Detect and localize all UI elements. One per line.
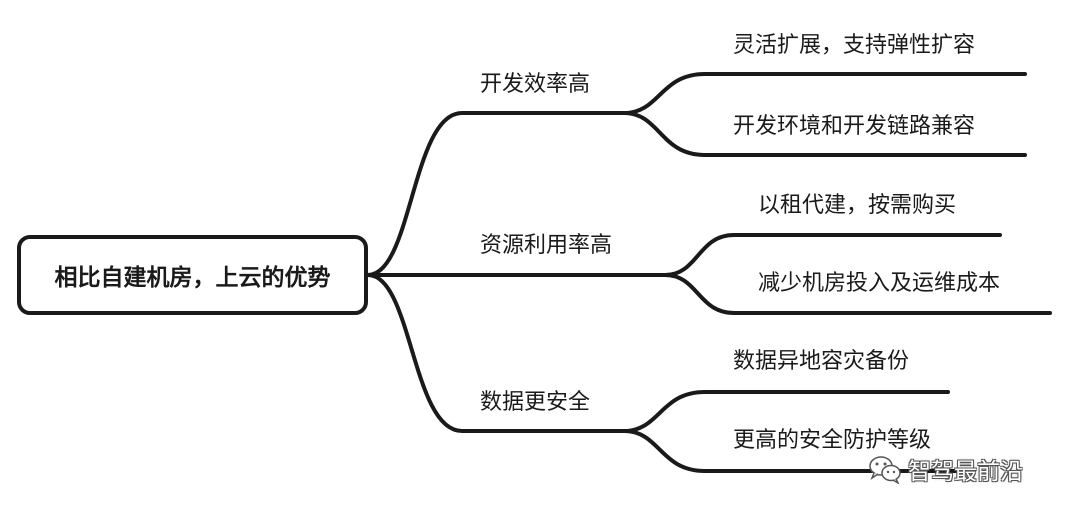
connector-branch-3-leaf-2 — [622, 429, 970, 473]
root-node: 相比自建机房，上云的优势 — [17, 235, 368, 315]
leaf-label-3-1: 数据异地容灾备份 — [733, 349, 910, 374]
branch-label-1: 开发效率高 — [480, 72, 591, 97]
leaf-label-2-1: 以租代建，按需购买 — [758, 193, 957, 218]
leaf-label-3-2: 更高的安全防护等级 — [733, 428, 932, 453]
wechat-icon — [869, 456, 901, 484]
watermark: 智驾最前沿 — [868, 452, 1023, 486]
leaf-label-2-2: 减少机房投入及运维成本 — [758, 271, 1001, 296]
connector-branch-1-leaf-1 — [622, 72, 1027, 115]
connector-root-branch-1 — [366, 111, 626, 277]
leaf-label-1-2: 开发环境和开发链路兼容 — [733, 114, 976, 139]
branch-label-3: 数据更安全 — [480, 390, 591, 415]
leaf-label-1-1: 灵活扩展，支持弹性扩容 — [733, 33, 976, 58]
root-node-label: 相比自建机房，上云的优势 — [54, 265, 331, 291]
connector-branch-2-leaf-1 — [663, 233, 1002, 277]
branch-label-2: 资源利用率高 — [480, 233, 613, 258]
connector-branch-2-leaf-2 — [663, 273, 1052, 315]
watermark-text: 智驾最前沿 — [908, 459, 1023, 485]
connector-root-branch-3 — [366, 273, 626, 433]
connector-branch-3-leaf-1 — [622, 390, 950, 433]
connector-branch-1-leaf-2 — [622, 111, 1027, 157]
